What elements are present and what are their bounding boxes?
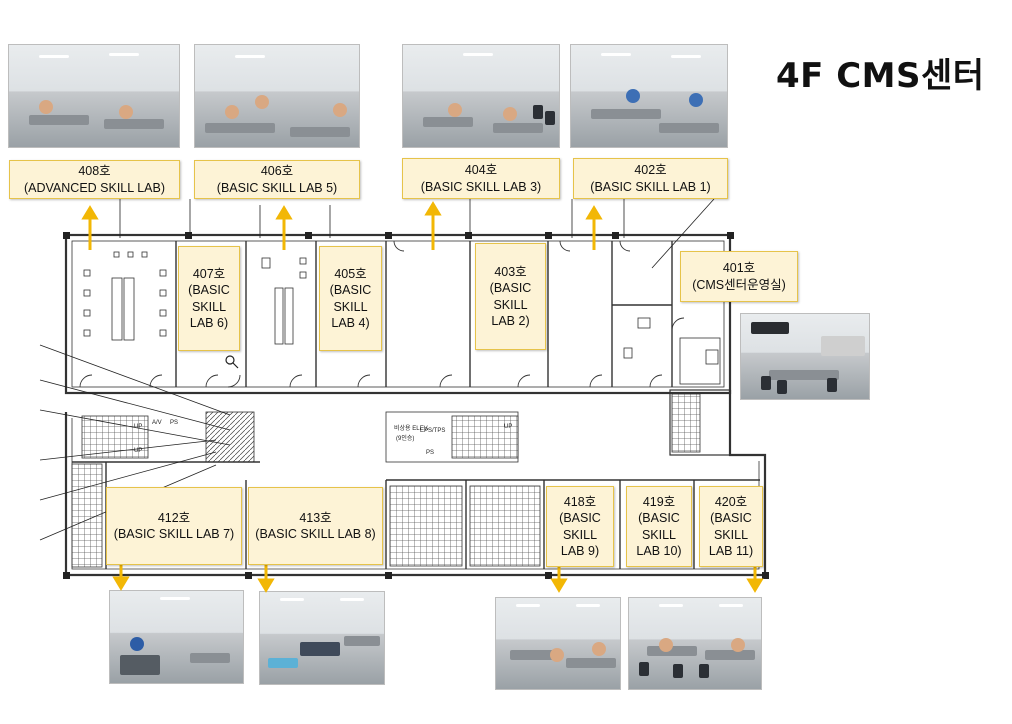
column-markers [63, 232, 769, 579]
office-401-fixtures [623, 317, 721, 385]
arrow-402 [585, 205, 603, 250]
room-label-401: 401호 (CMS센터운영실) [680, 251, 798, 302]
room-label-408: 408호 (ADVANCED SKILL LAB) [9, 160, 180, 199]
ps-2: PS [426, 450, 434, 456]
room-label-404: 404호 (BASIC SKILL LAB 3) [402, 158, 560, 199]
room-label-412: 412호 (BASIC SKILL LAB 7) [106, 487, 242, 565]
eps-tps: EPS/TPS [420, 428, 445, 434]
room-label-419: 419호 (BASIC SKILL LAB 10) [626, 486, 692, 567]
lab-408-furniture [83, 251, 167, 341]
av-room: A/V [152, 420, 162, 426]
photo-406 [194, 44, 360, 148]
upper-doors [79, 240, 685, 388]
room-label-406: 406호 (BASIC SKILL LAB 5) [194, 160, 360, 199]
upper-partitions [175, 241, 673, 387]
arrows [81, 201, 764, 593]
elev-label: 비상용 ELEV. [394, 424, 429, 432]
photo-418 [495, 597, 621, 690]
room-label-403: 403호 (BASIC SKILL LAB 2) [475, 243, 546, 350]
stair-up-1: UP [134, 424, 142, 430]
core-stairs [81, 411, 519, 463]
elev-sub: (9인승) [396, 435, 414, 442]
photo-404 [402, 44, 560, 148]
photo-419-420 [628, 597, 762, 690]
room-label-402: 402호 (BASIC SKILL LAB 1) [573, 158, 728, 199]
photo-401 [740, 313, 870, 400]
stair-up-3: UP [504, 424, 512, 430]
photo-402 [570, 44, 728, 148]
room-label-413: 413호 (BASIC SKILL LAB 8) [248, 487, 383, 565]
room-label-405: 405호 (BASIC SKILL LAB 4) [319, 246, 382, 351]
photo-412 [109, 590, 244, 684]
photo-413 [259, 591, 385, 685]
room-label-407: 407호 (BASIC SKILL LAB 6) [178, 246, 240, 351]
ps-1: PS [170, 420, 178, 426]
stair-up-2: UP [134, 448, 142, 454]
arrow-408 [81, 205, 99, 250]
photo-408 [8, 44, 180, 148]
page-title: 4F CMS센터 [776, 56, 985, 96]
magnifier-icon [225, 355, 239, 369]
room-label-418: 418호 (BASIC SKILL LAB 9) [546, 486, 614, 567]
arrow-406 [275, 205, 293, 250]
arrow-404 [424, 201, 442, 250]
room-label-420: 420호 (BASIC SKILL LAB 11) [699, 486, 763, 567]
core-text: UP UP A/V PS 비상용 ELEV. (9인승) EPS/TPS PS … [134, 420, 512, 456]
lab-406-furniture [261, 257, 307, 345]
